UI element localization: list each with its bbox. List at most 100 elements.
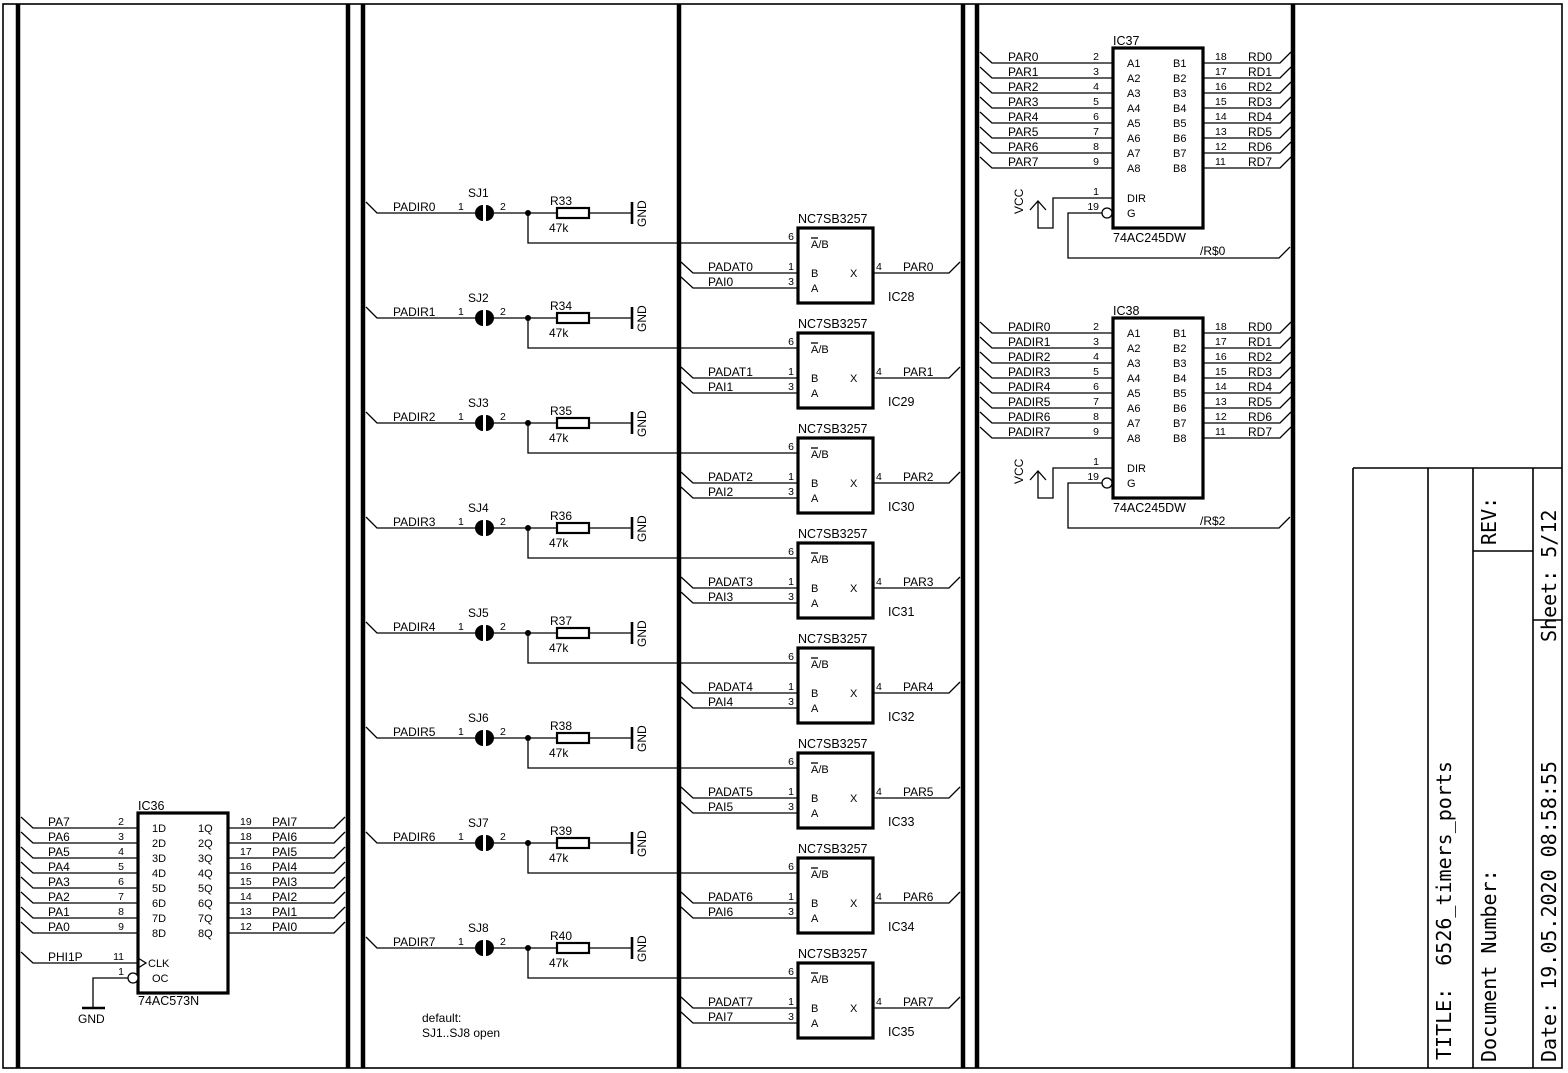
pin-label: X: [850, 478, 858, 490]
net-wire: [365, 411, 475, 424]
pin-number: 4: [1093, 351, 1099, 363]
pin-number: 3: [1093, 66, 1099, 78]
net-label: RD1: [1248, 65, 1272, 79]
pin-label: B8: [1173, 433, 1186, 445]
net-wire: [979, 141, 1113, 154]
resistor-value: 47k: [549, 326, 569, 340]
pin-number: 4: [876, 576, 882, 588]
net-wire: [680, 681, 798, 694]
pin-label: B: [811, 1003, 818, 1015]
net-wire: [92, 977, 128, 1008]
pin-number: 4: [876, 471, 882, 483]
pin-label: A/B: [811, 344, 829, 356]
pin-number: 1: [788, 996, 794, 1008]
pin-number: 18: [1215, 51, 1227, 63]
pin-number: 3: [788, 591, 794, 603]
pin-label: B8: [1173, 163, 1186, 175]
pin-number: 9: [1093, 426, 1099, 438]
pin-number: 7: [1093, 126, 1099, 138]
select-wire: [527, 633, 798, 664]
jumper-label: SJ8: [468, 921, 489, 935]
net-wire: [1067, 212, 1291, 259]
pin-label: A/B: [811, 974, 829, 986]
part-number: NC7SB3257: [798, 317, 868, 331]
pin-label: A8: [1127, 163, 1140, 175]
net-wire: [1037, 467, 1113, 499]
ic-name: IC28: [888, 290, 914, 304]
pin-label: DIR: [1127, 463, 1146, 475]
pin-number: 11: [113, 951, 124, 963]
net-wire: [228, 831, 346, 844]
pin-number: 2: [500, 936, 506, 948]
net-wire: [1203, 126, 1292, 139]
net-label: RD7: [1248, 425, 1272, 439]
sheet-row: Sheet:5/12: [1537, 510, 1561, 642]
pin-label: B6: [1173, 403, 1186, 415]
pin-label: 6D: [152, 898, 166, 910]
part-number: NC7SB3257: [798, 737, 868, 751]
net-wire: [365, 831, 475, 844]
net-wire: [1203, 156, 1292, 169]
pin-label: B: [811, 793, 818, 805]
resistor-value: 47k: [549, 431, 569, 445]
net-label: PADAT3: [708, 575, 753, 589]
net-label: RD5: [1248, 395, 1272, 409]
net-label: PAR1: [903, 365, 934, 379]
solder-jumper-icon: [475, 730, 494, 746]
select-wire: [527, 318, 798, 349]
ground-label: GND: [635, 200, 649, 227]
pin-label: CLK: [148, 958, 170, 970]
resistor-value: 47k: [549, 746, 569, 760]
note-line-1: default:: [422, 1011, 461, 1025]
ic-name: IC36: [138, 799, 164, 813]
pin-label: B1: [1173, 328, 1186, 340]
pin-label: 6Q: [198, 898, 213, 910]
pin-label: B2: [1173, 343, 1186, 355]
net-label: PAI4: [708, 695, 733, 709]
part-number: NC7SB3257: [798, 842, 868, 856]
pin-label: 7Q: [198, 913, 213, 925]
jumper-pad-right: [486, 520, 494, 536]
pin-number: 2: [500, 516, 506, 528]
net-wire: [979, 381, 1113, 394]
net-label: RD6: [1248, 140, 1272, 154]
mux-body: [796, 226, 875, 305]
net-label: PADAT5: [708, 785, 753, 799]
pin-label: X: [850, 268, 858, 280]
net-wire: [680, 801, 798, 814]
net-wire: [1067, 482, 1291, 529]
net-wire: [1203, 81, 1292, 94]
pin-label: A7: [1127, 418, 1140, 430]
pin-number: 3: [788, 696, 794, 708]
resistor-label: R37: [550, 614, 572, 628]
net-label: PAI3: [272, 875, 297, 889]
net-label: PADIR4: [1008, 380, 1051, 394]
net-label: PADIR2: [1008, 350, 1051, 364]
jumper-pad-right: [486, 835, 494, 851]
pin-number: 12: [1215, 411, 1227, 423]
jumper-pad-right: [486, 310, 494, 326]
net-wire: [1203, 51, 1292, 64]
pin-number: 6: [788, 861, 794, 873]
net-wire: [873, 471, 961, 484]
pin-number: 4: [876, 681, 882, 693]
pin-number: 3: [788, 381, 794, 393]
pin-label: B: [811, 478, 818, 490]
net-label: PAR6: [1008, 140, 1039, 154]
net-wire: [1203, 426, 1292, 439]
pin-number: 1: [1093, 186, 1099, 198]
